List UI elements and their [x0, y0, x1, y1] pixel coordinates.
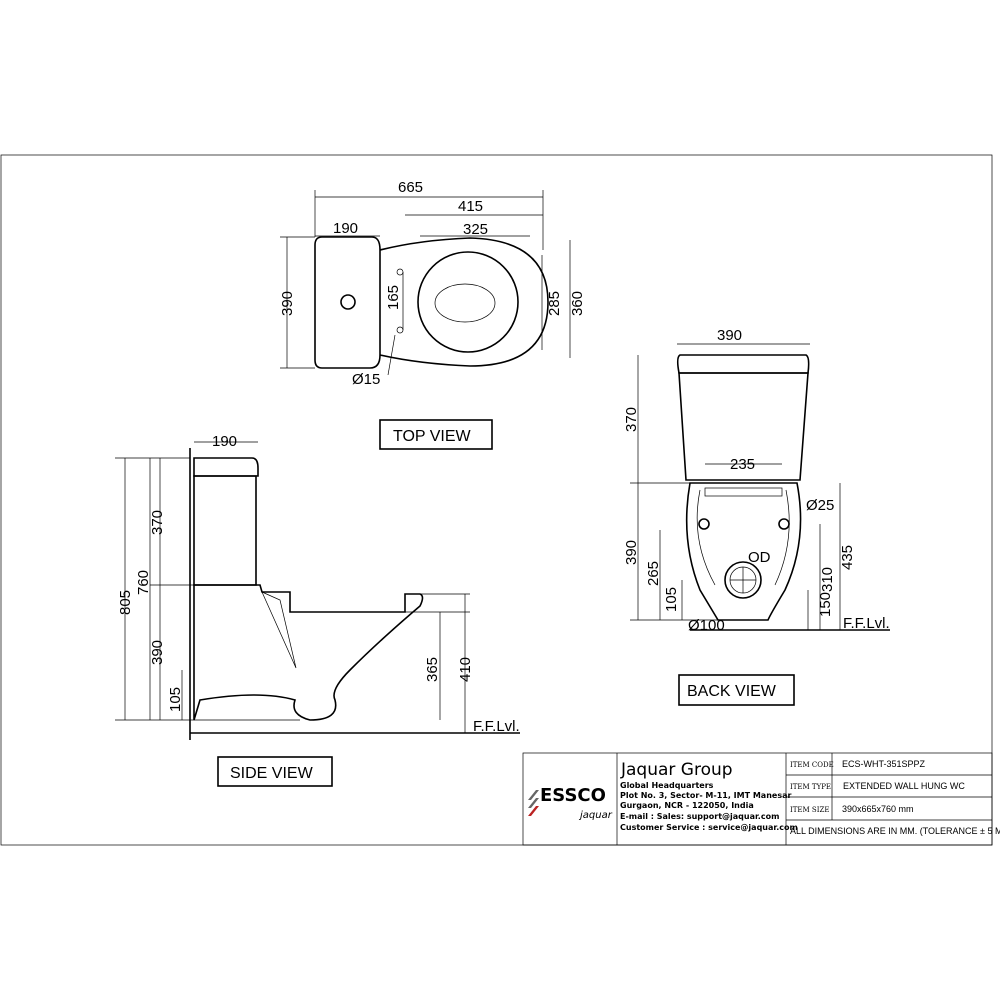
outlet	[724, 561, 762, 599]
dim-total-height: 805	[117, 590, 134, 615]
address-line: Gurgaon, NCR - 122050, India	[620, 801, 754, 810]
top-view: 665 415 325 190 390 165 285 360 Ø15 TOP …	[279, 179, 586, 450]
bowl-body	[193, 584, 424, 721]
dim-seat-width: 285	[546, 291, 563, 316]
dim-310: 310	[819, 567, 836, 592]
dimensions-note: ALL DIMENSIONS ARE IN MM. (TOLERANCE ± 5…	[790, 826, 1000, 836]
dim-bowl-height: 390	[149, 640, 166, 665]
essco-jaquar-logo: ESSCO jaquar	[528, 785, 613, 821]
tank-body	[678, 372, 809, 481]
drain-opening	[434, 283, 496, 323]
bolt-hole	[698, 518, 710, 530]
back-view: 390 370 235 Ø25 390 265 105 Ø100 OD 150 …	[623, 327, 890, 706]
item-size-value: 390x665x760 mm	[842, 804, 914, 814]
dim-height-760: 760	[135, 570, 152, 595]
dim-outlet-265: 265	[645, 561, 662, 586]
bolt-hole	[778, 518, 790, 530]
back-view-label: BACK VIEW	[687, 683, 777, 700]
tank-lid	[676, 354, 810, 374]
mount-hole	[396, 268, 404, 276]
drawing-mark: jaquar	[578, 810, 613, 821]
drawing-mark	[704, 487, 783, 497]
drawing-mark	[528, 790, 539, 808]
dim-tank-depth: 190	[212, 433, 237, 450]
trapway-hatch	[261, 591, 297, 669]
dim-bolt-dia: Ø25	[806, 497, 834, 514]
bowl-outline	[379, 237, 549, 367]
dim-rim-410: 410	[457, 657, 474, 682]
mount-hole	[396, 326, 404, 334]
dim-outlet-dia: Ø100	[688, 617, 725, 634]
item-code-value: ECS-WHT-351SPPZ	[842, 759, 926, 769]
dim-bolt-spacing: 235	[730, 456, 755, 473]
side-view: 190 805 760 370 390 105 365 410 F.F.Lvl.…	[115, 433, 520, 787]
seat-opening	[417, 251, 519, 353]
company-name: Jaquar Group	[620, 760, 733, 780]
tank-lid	[193, 457, 259, 477]
email-service: Customer Service : service@jaquar.com	[620, 823, 798, 832]
dim-base-height: 105	[167, 687, 184, 712]
item-type-value: EXTENDED WALL HUNG WC	[843, 781, 965, 791]
address-line: Plot No. 3, Sector- M-11, IMT Manesar	[620, 791, 791, 800]
bowl-contour	[696, 489, 790, 586]
dim-tank-width: 390	[717, 327, 742, 344]
top-view-label-box	[379, 419, 493, 450]
top-view-label: TOP VIEW	[393, 428, 472, 445]
back-view-label-box	[678, 674, 795, 706]
drawing-mark	[528, 806, 539, 816]
address-line: Global Headquarters	[620, 781, 714, 790]
dim-width: 390	[279, 291, 296, 316]
dim-tank-depth: 190	[333, 220, 358, 237]
item-size-label: ITEM SIZE	[790, 806, 829, 814]
dim-base-105: 105	[663, 587, 680, 612]
flush-button-hole	[340, 294, 356, 310]
email-sales: E-mail : Sales: support@jaquar.com	[620, 812, 779, 821]
dim-tank-height: 370	[149, 510, 166, 535]
dim-150: 150	[817, 592, 834, 617]
dim-hole-spacing: 165	[385, 285, 402, 310]
dim-seat-length: 325	[463, 221, 488, 238]
item-code-label: ITEM CODE	[790, 761, 834, 769]
dimension-line	[387, 334, 396, 376]
item-type-label: ITEM TYPE	[790, 783, 831, 791]
tank-body	[193, 475, 257, 586]
side-view-label-box	[217, 756, 333, 787]
side-view-label: SIDE VIEW	[230, 765, 314, 782]
dim-tank-height: 370	[623, 407, 640, 432]
dim-rim-365: 365	[424, 657, 441, 682]
dim-bowl-length: 415	[458, 198, 483, 215]
dim-overall-length: 665	[398, 179, 423, 196]
dim-bowl-width: 360	[569, 291, 586, 316]
bowl-back	[685, 482, 802, 621]
dim-435: 435	[839, 545, 856, 570]
dim-od: OD	[748, 549, 771, 566]
drawing-mark	[522, 752, 993, 846]
dim-hole-dia: Ø15	[352, 371, 380, 388]
floor-label: F.F.Lvl.	[473, 718, 520, 735]
tank-outline	[314, 236, 381, 369]
dim-bowl-height: 390	[623, 540, 640, 565]
drawing-frame	[0, 154, 993, 846]
floor-label: F.F.Lvl.	[843, 615, 890, 632]
title-block: ESSCO jaquar Jaquar Group Global Headqua…	[522, 752, 1000, 846]
drawing-mark: ESSCO	[540, 785, 606, 806]
